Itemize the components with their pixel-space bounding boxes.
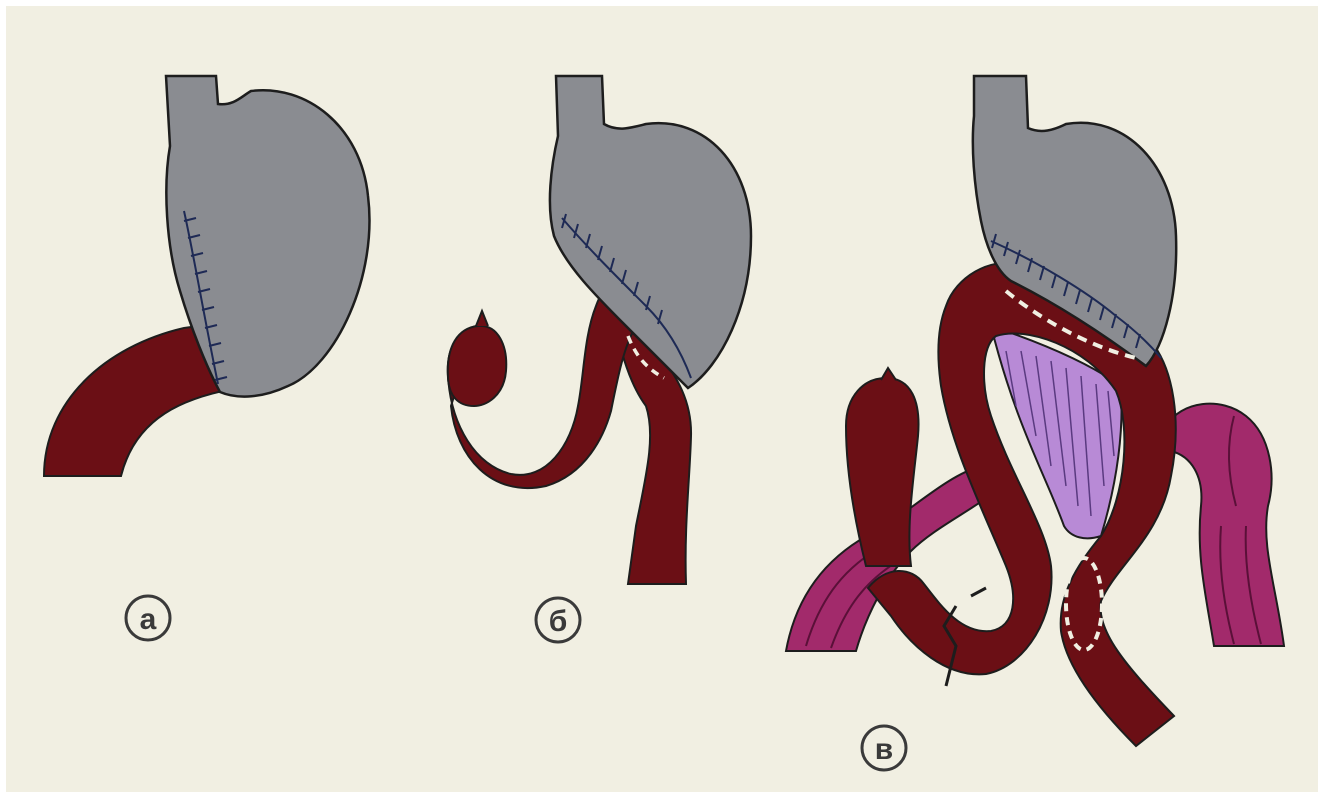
diagram-frame: а б bbox=[6, 6, 1318, 792]
panel-b-blind-end-tip bbox=[476, 311, 488, 326]
panel-c-colon-right bbox=[1166, 404, 1284, 646]
surgical-diagram: а б bbox=[6, 6, 1318, 792]
panel-c: в bbox=[786, 76, 1284, 770]
panel-a: а bbox=[44, 76, 369, 640]
panel-b: б bbox=[448, 76, 751, 642]
panel-c-afferent-stump bbox=[846, 378, 919, 566]
panel-a-label: а bbox=[140, 603, 157, 636]
panel-c-ligature-tip bbox=[971, 588, 986, 596]
panel-c-stump-tip bbox=[881, 368, 896, 380]
panel-b-stomach bbox=[550, 76, 751, 388]
panel-b-afferent-blind-end bbox=[448, 326, 506, 406]
panel-c-label: в bbox=[875, 733, 893, 766]
panel-b-label: б bbox=[549, 605, 568, 638]
